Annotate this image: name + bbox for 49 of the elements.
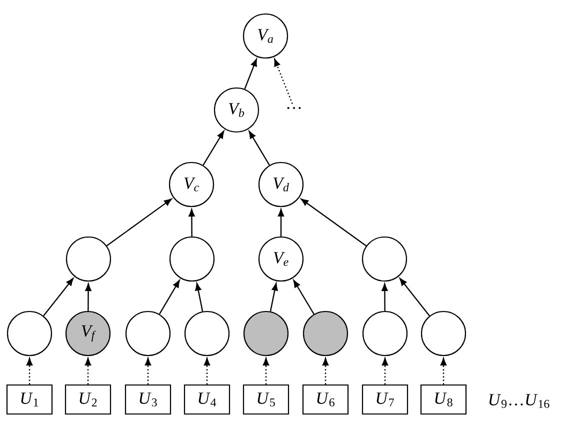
arrow [106, 198, 172, 246]
arrow [195, 282, 204, 312]
box-node: U$_{7}$ [362, 384, 408, 415]
text-label: U$_{9}$…U$_{16}$ [489, 394, 550, 408]
circle-node: V$_{c}$ [168, 162, 214, 208]
box-node: U$_{5}$ [242, 384, 290, 415]
arrow [202, 130, 224, 166]
arrow [244, 58, 257, 90]
circle-node [184, 310, 230, 356]
arrow [270, 282, 278, 312]
arrow [85, 283, 92, 311]
arrow [382, 283, 388, 311]
ellipsis: … [287, 107, 301, 109]
box-node: U$_{1}$ [6, 384, 53, 415]
dotted-arrow [440, 358, 447, 384]
arrow [293, 280, 314, 314]
shaded-circle [243, 310, 289, 356]
arrow [278, 208, 284, 236]
circle-node: V$_{b}$ [214, 87, 260, 133]
arrow [248, 130, 270, 166]
dotted-arrow [84, 358, 92, 384]
arrow [158, 280, 180, 314]
dotted-arrow [144, 358, 152, 384]
arrow [43, 278, 74, 316]
box-node: U$_{3}$ [124, 384, 172, 415]
circle-node [125, 310, 171, 356]
box-node: U$_{6}$ [302, 384, 349, 415]
dotted-arrow [382, 358, 388, 384]
circle-node: V$_{e}$ [258, 236, 304, 282]
circle-node: V$_{a}$ [242, 13, 288, 59]
circle-node [362, 310, 408, 356]
dotted-arrow [26, 358, 33, 384]
circle-node [420, 310, 466, 356]
arrow [188, 208, 195, 236]
arrow [399, 278, 430, 316]
dotted-arrow [322, 358, 329, 384]
arrow [300, 198, 367, 246]
circle-node [169, 236, 215, 282]
box-node: U$_{4}$ [184, 384, 230, 415]
box-node: U$_{2}$ [64, 384, 112, 415]
shaded-circle [302, 310, 348, 356]
dotted-arrow [262, 358, 270, 384]
circle-node [6, 310, 52, 356]
dotted-arrow [204, 358, 210, 384]
circle-node: V$_{d}$ [258, 162, 304, 208]
circle-node [362, 236, 408, 282]
dotted-arrow [274, 58, 293, 104]
box-node: U$_{8}$ [420, 384, 467, 415]
circle-node [66, 236, 112, 282]
